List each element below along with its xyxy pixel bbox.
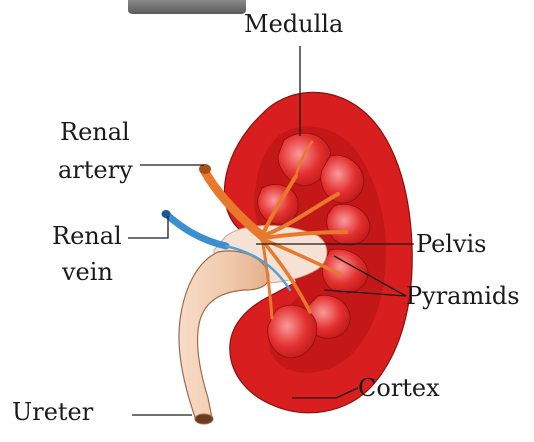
ureter-label: Ureter [12, 398, 94, 426]
renal-vein-end [162, 210, 171, 218]
renal-artery-label-line1: Renal [60, 118, 130, 146]
renal-vein-label-line1: Renal [52, 222, 122, 250]
renal-vein-leader [128, 216, 168, 238]
cortex-label: Cortex [358, 374, 440, 402]
pyramids-label: Pyramids [406, 282, 520, 310]
ureter-opening [195, 414, 213, 424]
medulla-label: Medulla [244, 10, 343, 38]
pelvis-label: Pelvis [416, 230, 487, 258]
top-tab-bar [128, 0, 246, 14]
renal-vein-label-line2: vein [61, 258, 113, 286]
renal-artery-label-line2: artery [58, 156, 133, 184]
